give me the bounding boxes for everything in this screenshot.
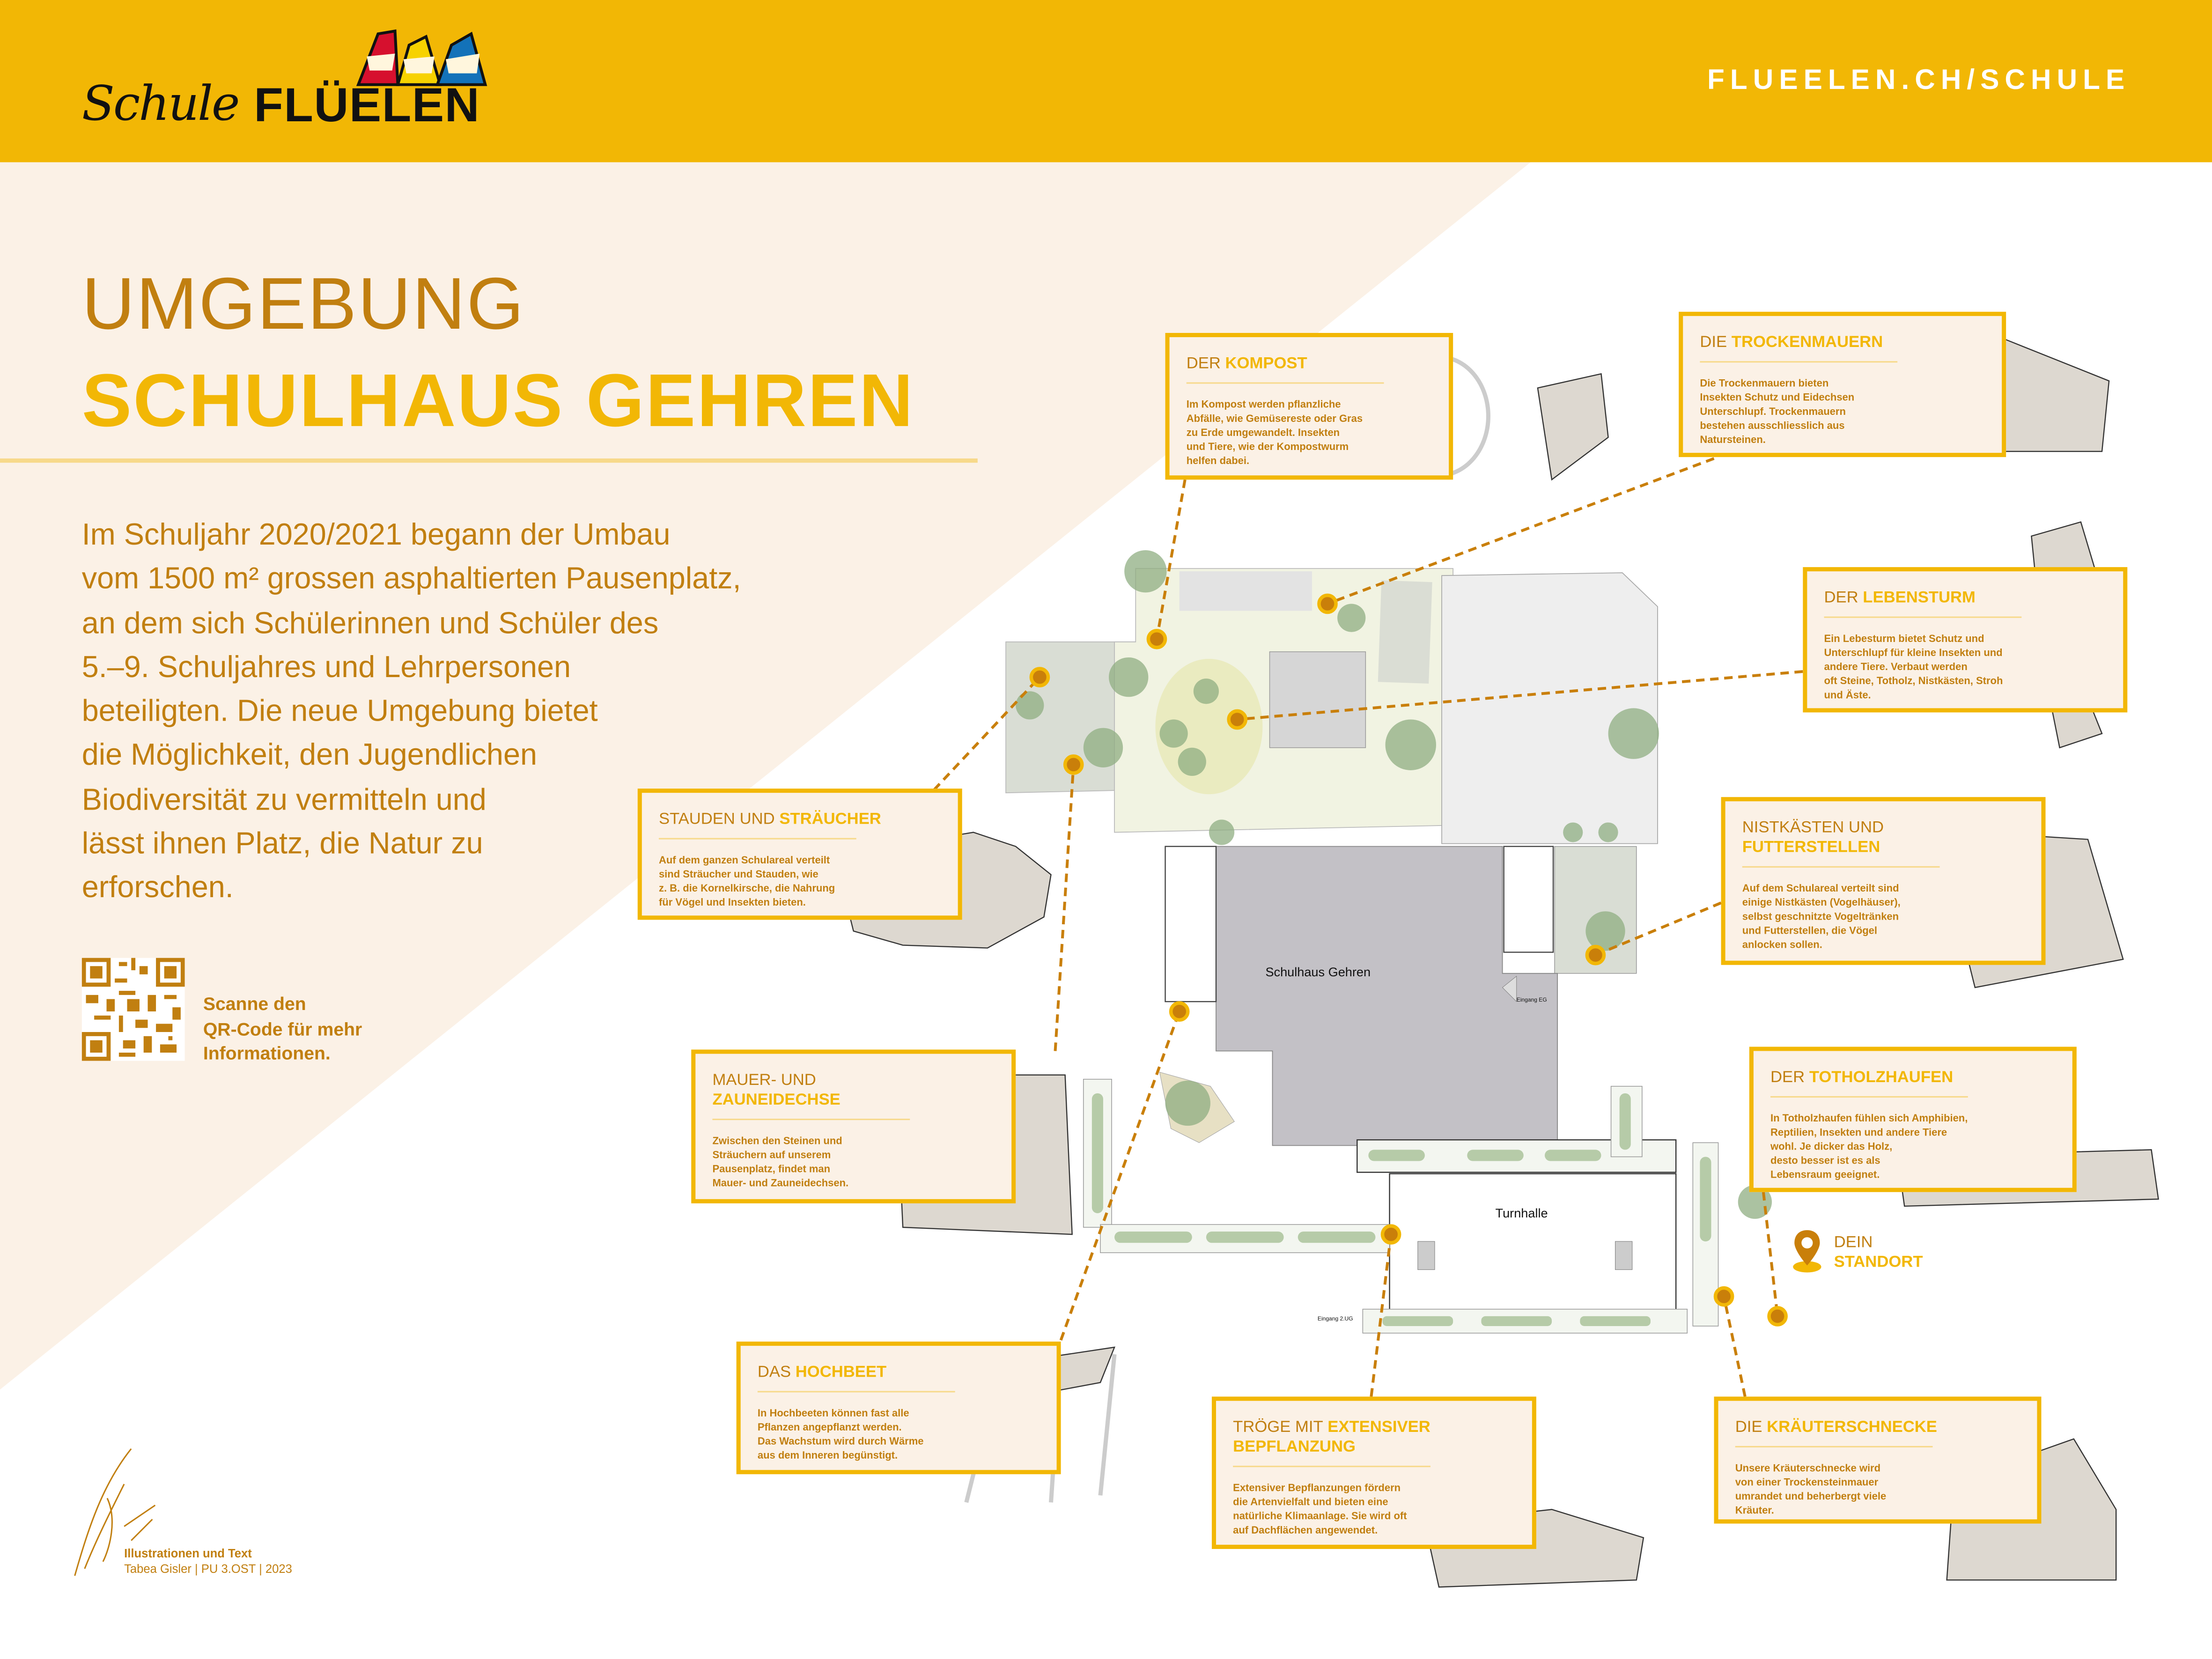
marker-nistkaesten <box>1585 944 1606 966</box>
credits: Illustrationen und Text Tabea Gisler | P… <box>124 1546 292 1577</box>
box-body: Zwischen den Steinen und Sträuchern auf … <box>712 1134 849 1189</box>
header-bar: Schule FLÜELEN FLUEELEN.CH/SCHULE <box>0 0 2212 162</box>
box-body: In Totholzhaufen fühlen sich Amphibien, … <box>1770 1112 1968 1181</box>
box-divider <box>1770 1096 1968 1098</box>
box-title-light: DAS <box>757 1364 791 1381</box>
trees <box>1016 550 1772 1219</box>
box-divider <box>1233 1466 1430 1467</box>
box-body: Im Kompost werden pflanzliche Abfälle, w… <box>1186 398 1363 467</box>
map-markers <box>1029 593 1788 1327</box>
label-eingang-eg: Eingang EG <box>1516 996 1547 1003</box>
box-body: Unsere Kräuterschnecke wird von einer Tr… <box>1735 1461 1887 1517</box>
label-schulhaus: Schulhaus Gehren <box>1265 965 1371 979</box>
marker-kompost <box>1146 628 1167 649</box>
box-divider <box>1824 616 2022 618</box>
info-box-eidechse: MAUER- UND ZAUNEIDECHSE Zwischen den Ste… <box>691 1049 1016 1203</box>
box-body: In Hochbeeten können fast alle Pflanzen … <box>757 1406 924 1462</box>
standort-light: DEIN <box>1834 1234 1873 1252</box>
box-title-light: DER <box>1824 590 1858 607</box>
location-pin-icon <box>1793 1230 1821 1273</box>
box-body: Auf dem Schulareal verteilt sind einige … <box>1742 881 1901 951</box>
credits-label: Illustrationen und Text <box>124 1546 252 1561</box>
box-title-bold: TOTHOLZHAUFEN <box>1809 1069 1954 1086</box>
box-title-light: TRÖGE MIT <box>1233 1419 1323 1436</box>
standort-bold: STANDORT <box>1834 1254 1923 1271</box>
marker-eidechse <box>1063 754 1084 775</box>
marker-kraeuter <box>1713 1286 1734 1307</box>
logo-script-text: Schule <box>81 76 240 133</box>
box-divider <box>1735 1446 1933 1448</box>
box-title-bold: TROCKENMAUERN <box>1731 334 1883 352</box>
qr-code[interactable] <box>81 958 185 1061</box>
box-title-light: NISTKÄSTEN UND <box>1742 819 1884 837</box>
info-box-lebensturm: DER LEBENSTURM Ein Lebesturm bietet Schu… <box>1803 567 2128 713</box>
info-box-totholz: DER TOTHOLZHAUFEN In Totholzhaufen fühle… <box>1749 1047 2077 1192</box>
label-eingang-ug: Eingang 2.UG <box>1317 1314 1353 1322</box>
box-divider <box>1186 382 1384 384</box>
info-box-trockenmauern: DIE TROCKENMAUERN Die Trockenmauern biet… <box>1679 311 2006 457</box>
your-location-label: DEIN STANDORT <box>1834 1233 1923 1272</box>
box-body: Ein Lebesturm bietet Schutz und Untersch… <box>1824 632 2003 701</box>
pencils-icon <box>356 29 487 86</box>
info-box-kompost: DER KOMPOST Im Kompost werden pflanzlich… <box>1165 333 1453 480</box>
page-title-line2: SCHULHAUS GEHREN <box>81 360 914 443</box>
background-triangle <box>0 162 1531 1390</box>
info-box-kraeuterschnecke: DIE KRÄUTERSCHNECKE Unsere Kräuterschnec… <box>1714 1396 2042 1524</box>
box-title-bold: KOMPOST <box>1225 355 1307 373</box>
intro-paragraph: Im Schuljahr 2020/2021 begann der Umbau … <box>81 517 741 905</box>
box-title-bold: KRÄUTERSCHNECKE <box>1767 1419 1937 1436</box>
marker-trockenmauern <box>1317 593 1338 614</box>
box-title-light: DER <box>1186 355 1221 373</box>
marker-troege <box>1380 1224 1401 1245</box>
box-divider <box>757 1391 955 1393</box>
credits-line: Tabea Gisler | PU 3.OST | 2023 <box>124 1562 292 1576</box>
box-divider <box>1700 361 1898 363</box>
box-title-light: MAUER- UND <box>712 1072 816 1089</box>
website-link[interactable]: FLUEELEN.CH/SCHULE <box>1707 65 2131 96</box>
box-divider <box>1742 866 1940 868</box>
page-title-line1: UMGEBUNG <box>81 264 525 346</box>
box-body: Auf dem ganzen Schulareal verteilt sind … <box>658 853 835 909</box>
box-title-bold: EXTENSIVER BEPFLANZUNG <box>1233 1419 1430 1456</box>
info-box-nistkaesten: NISTKÄSTEN UND FUTTERSTELLEN Auf dem Sch… <box>1721 797 2046 965</box>
title-divider <box>0 458 978 463</box>
box-title-bold: FUTTERSTELLEN <box>1742 839 1880 856</box>
info-box-stauden: STAUDEN UND STRÄUCHER Auf dem ganzen Sch… <box>637 789 962 920</box>
box-title-bold: ZAUNEIDECHSE <box>712 1091 841 1109</box>
box-body: Die Trockenmauern bieten Insekten Schutz… <box>1700 376 1855 446</box>
box-title-light: DIE <box>1700 334 1727 352</box>
label-turnhalle: Turnhalle <box>1495 1206 1548 1221</box>
info-box-troege: TRÖGE MIT EXTENSIVER BEPFLANZUNG Extensi… <box>1211 1396 1536 1549</box>
box-title-bold: HOCHBEET <box>795 1364 887 1381</box>
school-logo: Schule FLÜELEN <box>82 28 491 141</box>
box-divider <box>712 1119 910 1121</box>
marker-hochbeet <box>1169 1001 1190 1022</box>
box-title-bold: STRÄUCHER <box>779 811 881 828</box>
qr-caption: Scanne den QR-Code für mehr Informatione… <box>203 993 362 1064</box>
marker-totholz <box>1767 1306 1788 1327</box>
box-title-light: DER <box>1770 1069 1805 1086</box>
marker-lebensturm <box>1227 709 1248 730</box>
box-title-light: STAUDEN UND <box>658 811 775 828</box>
box-title-light: DIE <box>1735 1419 1762 1436</box>
logo-bold-text: FLÜELEN <box>254 79 480 133</box>
callout-lines <box>933 457 1803 1397</box>
box-divider <box>658 838 856 840</box>
signature <box>74 1448 156 1576</box>
info-box-hochbeet: DAS HOCHBEET In Hochbeeten können fast a… <box>736 1342 1061 1475</box>
marker-stauden <box>1029 667 1050 687</box>
box-body: Extensiver Bepflanzungen fördern die Art… <box>1233 1481 1407 1536</box>
box-title-bold: LEBENSTURM <box>1863 590 1976 607</box>
